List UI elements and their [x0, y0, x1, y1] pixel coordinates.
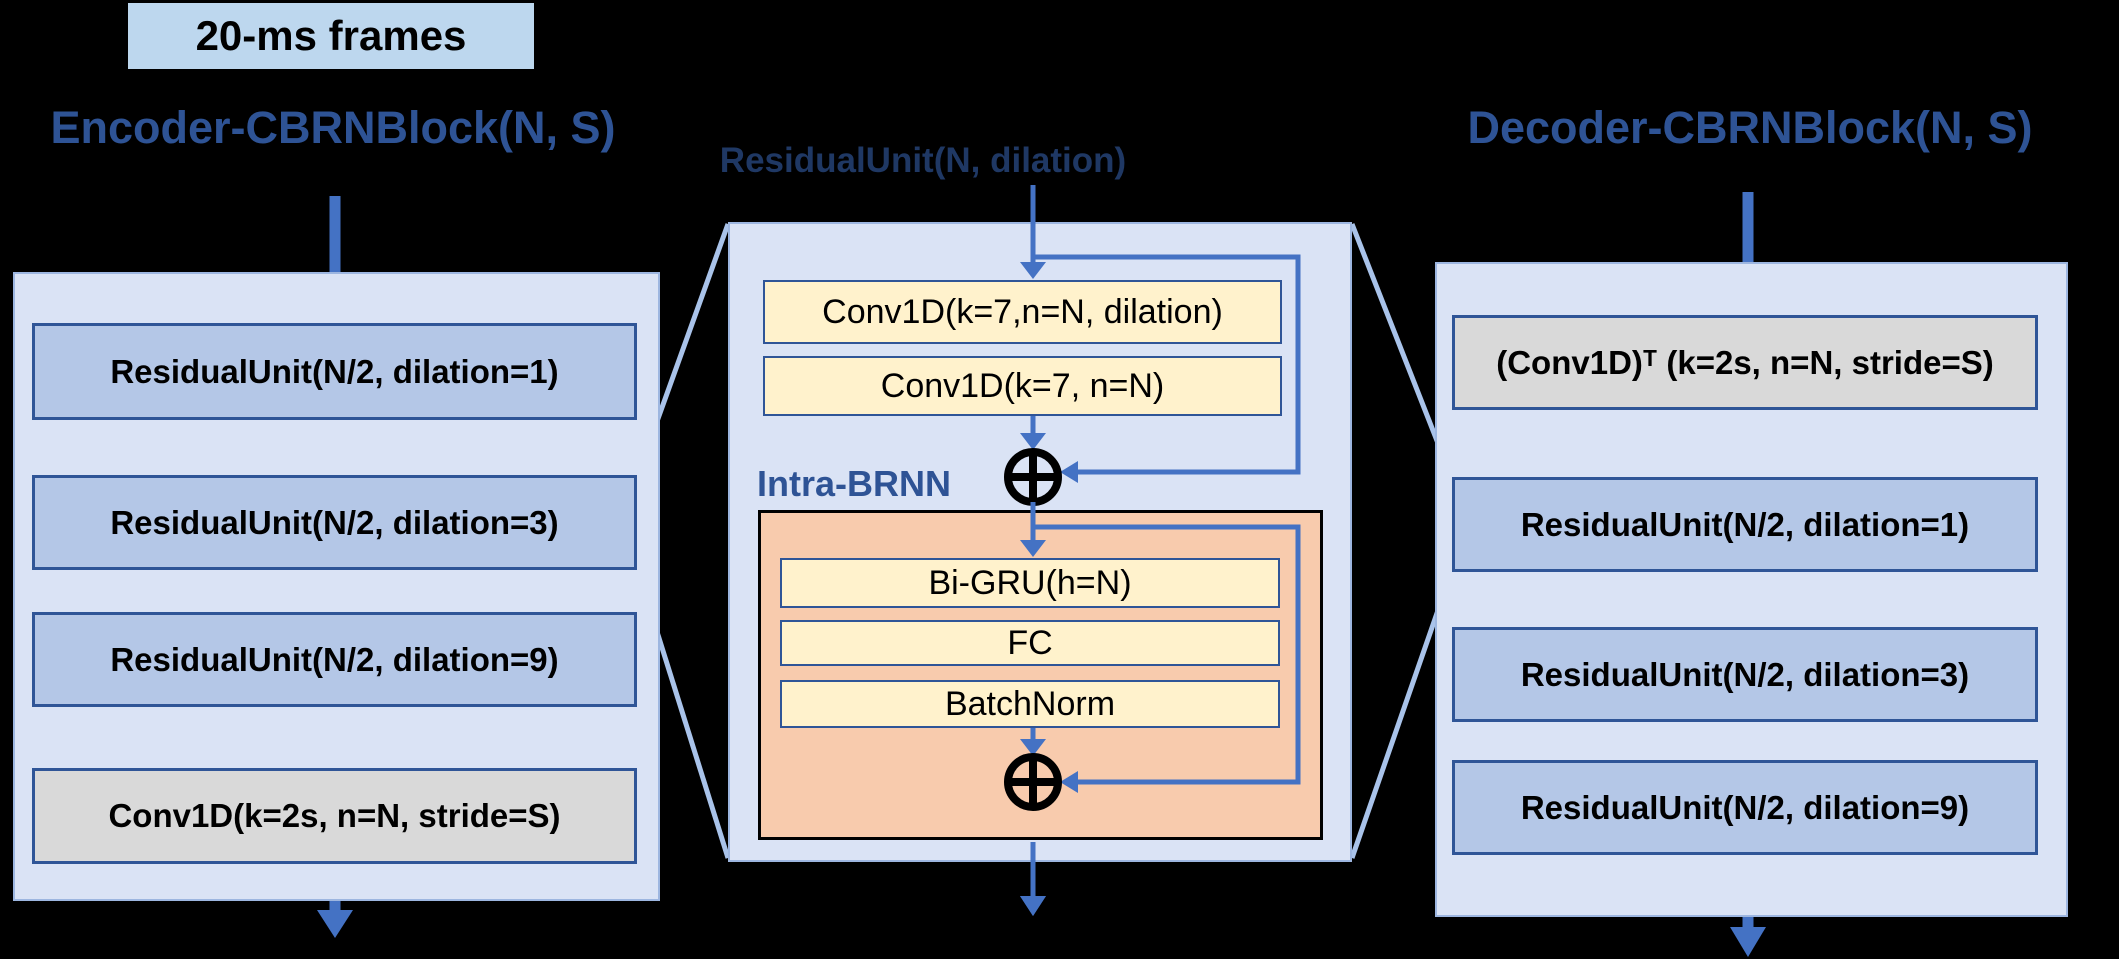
decoder-residual-unit-3: ResidualUnit(N/2, dilation=9) — [1452, 760, 2038, 855]
bigru-box: Bi-GRU(h=N) — [780, 558, 1280, 608]
encoder-residual-unit-1: ResidualUnit(N/2, dilation=1) — [32, 323, 637, 420]
frames-chip: 20-ms frames — [128, 3, 534, 69]
batchnorm-box: BatchNorm — [780, 680, 1280, 728]
decoder-convT-box: (Conv1D)ᵀ (k=2s, n=N, stride=S) — [1452, 315, 2038, 410]
encoder-residual-unit-2: ResidualUnit(N/2, dilation=3) — [32, 475, 637, 570]
encoder-conv1d-box: Conv1D(k=2s, n=N, stride=S) — [32, 768, 637, 864]
residual-conv2-box: Conv1D(k=7, n=N) — [763, 356, 1282, 416]
residual-conv1-box: Conv1D(k=7,n=N, dilation) — [763, 280, 1282, 344]
encoder-title: Encoder-CBRNBlock(N, S) — [50, 102, 616, 153]
decoder-title: Decoder-CBRNBlock(N, S) — [1467, 102, 2033, 153]
decoder-residual-unit-1: ResidualUnit(N/2, dilation=1) — [1452, 477, 2038, 572]
residual-unit-title: ResidualUnit(N, dilation) — [719, 141, 1127, 180]
decoder-residual-unit-2: ResidualUnit(N/2, dilation=3) — [1452, 627, 2038, 722]
fc-box: FC — [780, 620, 1280, 666]
intra-brnn-label: Intra-BRNN — [757, 463, 951, 504]
encoder-residual-unit-3: ResidualUnit(N/2, dilation=9) — [32, 612, 637, 707]
